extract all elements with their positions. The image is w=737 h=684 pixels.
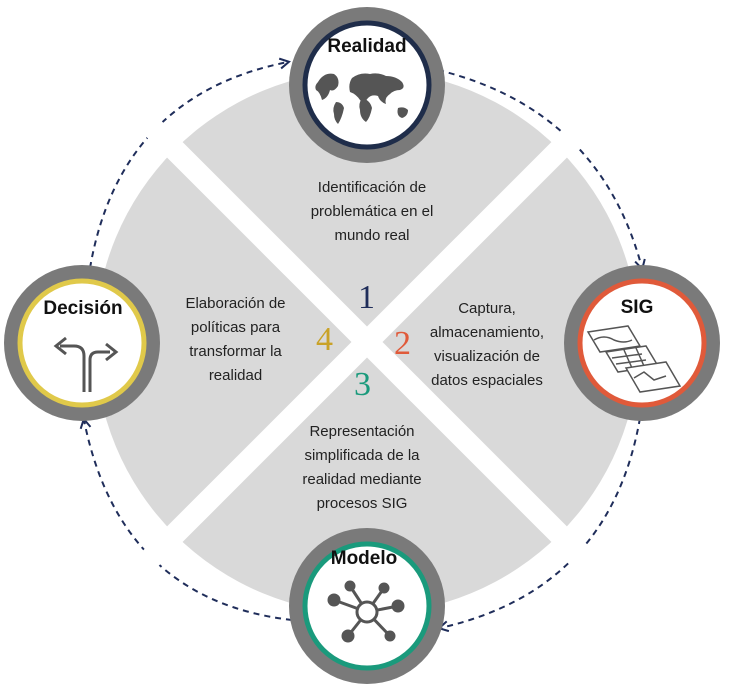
map-layers-icon <box>586 325 682 393</box>
segment-number-3: 3 <box>354 366 371 403</box>
node-modelo <box>289 528 445 684</box>
world-map-icon <box>315 73 408 124</box>
segment-text-2: Captura, almacenamiento, visualización d… <box>429 300 545 389</box>
cycle-arrow-realidad-to-sig <box>437 69 642 268</box>
road-split-arrows-icon <box>53 336 119 392</box>
segment-number-1: 1 <box>358 279 375 316</box>
separator-line <box>142 117 592 567</box>
segment-number-2: 2 <box>394 325 411 362</box>
node-sig <box>564 265 720 421</box>
segment-text-1: Identificación de problemática en el mun… <box>310 179 434 244</box>
node-label-decision: Decisión <box>43 298 123 319</box>
segment-text-4: Elaboración de políticas para transforma… <box>185 295 286 384</box>
node-realidad <box>289 7 445 163</box>
node-label-sig: SIG <box>620 297 654 318</box>
node-label-modelo: Modelo <box>330 548 398 569</box>
network-icon <box>327 580 405 643</box>
segment-number-4: 4 <box>316 321 333 358</box>
cycle-arrow-modelo-to-decision <box>84 420 293 621</box>
node-decision <box>4 265 160 421</box>
node-label-realidad: Realidad <box>327 36 407 57</box>
segment-text-3: Representación simplificada de la realid… <box>302 423 422 512</box>
